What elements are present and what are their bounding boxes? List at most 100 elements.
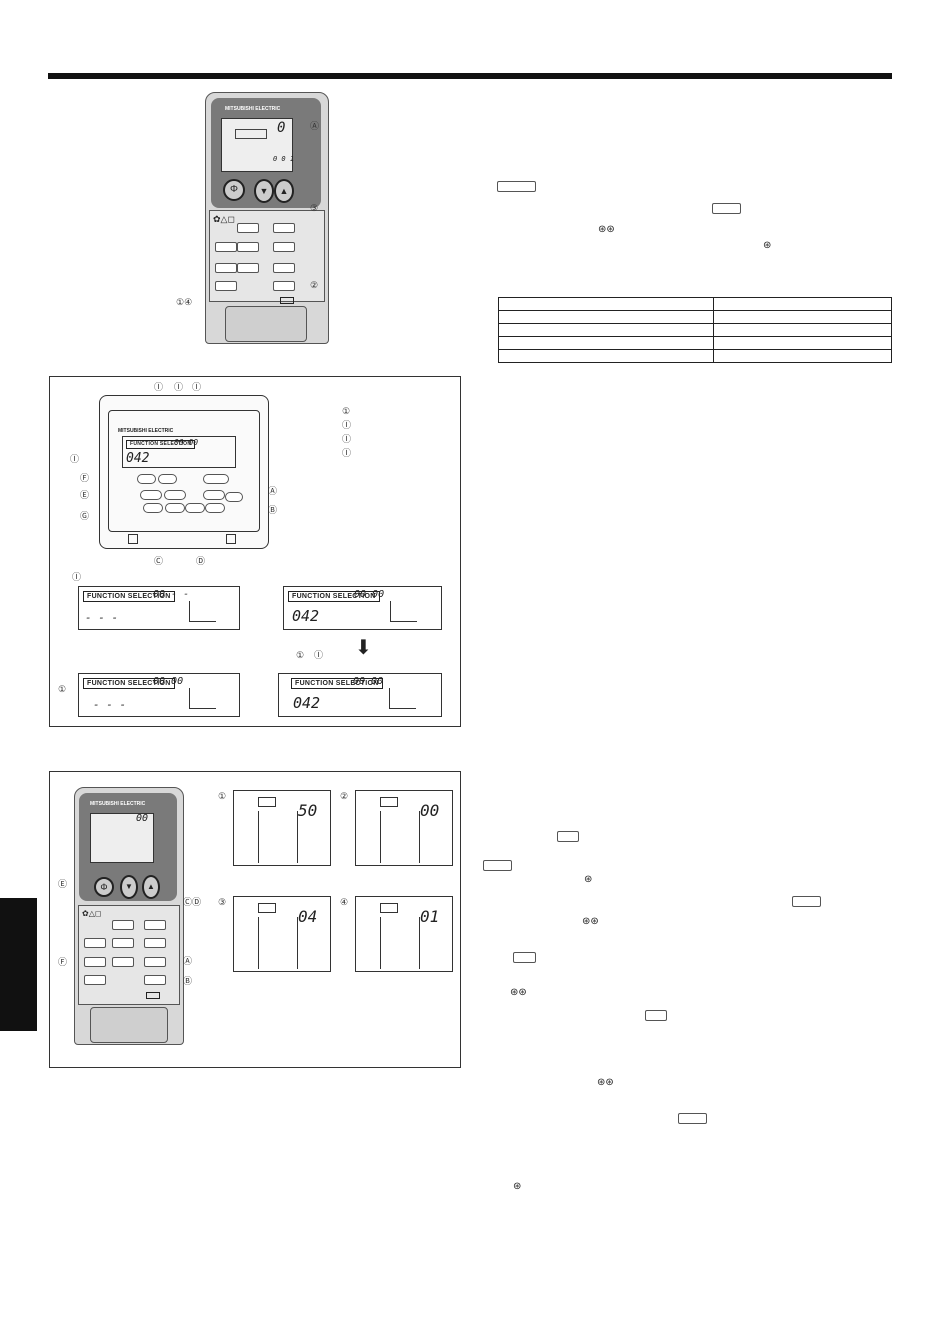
callout-a: Ⓐ [183,956,193,966]
section-tab [0,898,37,1031]
on-off-button[interactable] [203,474,229,484]
louver-button[interactable] [112,957,134,967]
screen-code: 042 [292,607,320,625]
remote-button-b4[interactable] [84,975,106,985]
legend-item: Ⓘ [342,434,352,444]
remote-button-a2[interactable] [215,263,237,273]
vane-button[interactable] [237,242,259,252]
callout-right-b: Ⓑ [268,505,278,515]
down-arrow-icon: ⬇ [355,637,372,659]
louver-button[interactable] [237,263,259,273]
louver-button[interactable] [205,503,225,513]
screen-time: 00 - - [153,589,190,600]
lcd-small: 00 [136,813,149,824]
screen-divider [258,811,298,863]
remote-lcd [90,813,154,863]
screen-divider [258,917,298,969]
brand-logo: MITSUBISHI ELECTRIC [118,428,174,434]
remote-illustration-1: MITSUBISHI ELECTRIC 0 0 0 1 Φ ▼ ▲ ✿△◻ [205,92,329,344]
battery-icon [280,297,294,304]
battery-icon [146,992,160,999]
filter-button[interactable] [137,474,156,484]
screen-rect [380,903,398,913]
temp-up-button[interactable]: ▲ [274,179,294,203]
function-selection-label: FUNCTION SELECTION [288,591,380,602]
inline-updown-icon: ⊛⊛ [582,916,599,927]
screen-number: ② [340,791,349,801]
inline-updown-icon: ⊛⊛ [597,1077,614,1088]
controller-lcd [122,436,236,468]
screen-value: 01 [420,907,440,926]
side-button-a[interactable] [225,492,243,502]
callout-a: Ⓐ [310,121,320,131]
fan-button[interactable] [185,503,205,513]
remote-button-b2[interactable] [84,957,106,967]
timer-set-button[interactable] [144,938,166,948]
fan-button[interactable] [112,920,134,930]
callout-screen-4: Ⓘ [72,572,82,582]
temp-up-button[interactable]: ▲ [142,875,160,899]
remote-button-b3[interactable] [144,957,166,967]
screen-rect [258,903,276,913]
temp-down-button[interactable]: ▼ [254,179,274,203]
callout-bottom-c: Ⓒ [154,556,164,566]
remote-button-b5[interactable] [144,975,166,985]
timer-up-button[interactable] [165,503,185,513]
screen-value: 04 [298,907,318,926]
function-selection-label: FUNCTION SELECTION [291,678,383,689]
power-button[interactable]: Φ [94,877,114,897]
timer-button[interactable] [273,223,295,233]
hinge-right [226,534,236,544]
remote-button-a5[interactable] [273,281,295,291]
callout-top-3: Ⓘ [154,382,164,392]
top-rule [48,73,892,79]
remote-button-b1[interactable] [84,938,106,948]
mode-button[interactable] [203,490,225,500]
temp-down-button[interactable]: ▼ [120,875,138,899]
callout-b: Ⓑ [183,976,193,986]
screen-value: 00 [420,801,440,820]
timer-set-button[interactable] [273,242,295,252]
temp-up-button[interactable] [158,474,177,484]
fan-button[interactable] [237,223,259,233]
callout-right-a: Ⓐ [268,486,278,496]
function-selection-label: FUNCTION SELECTION [83,678,175,689]
callout-screen-1b: ① [58,684,67,694]
remote-button-a4[interactable] [215,281,237,291]
screen-code: - - - [85,611,119,624]
mode-icons: ✿△◻ [82,909,102,918]
controller-time: 00 00 [174,438,199,447]
screen-divider [189,601,216,622]
check-button[interactable] [140,490,162,500]
lcd-screen: FUNCTION SELECTION 00 - - - - - [78,586,240,630]
inline-check-icon: ⊛ [513,1181,522,1192]
callout-left-f: Ⓕ [80,473,90,483]
lcd-digit: 0 [277,120,286,136]
wired-controller [99,395,269,549]
controller-code: 042 [126,451,150,466]
legend-item: ① [342,406,351,416]
legend-item: Ⓘ [342,448,352,458]
lcd-screen: 04 [233,896,331,972]
callout-f: Ⓕ [58,957,68,967]
brand-logo: MITSUBISHI ELECTRIC [225,106,281,112]
test-button[interactable] [164,490,186,500]
vane-button[interactable] [112,938,134,948]
screen-number: ① [218,791,227,801]
screen-rect [258,797,276,807]
callout-1-4: ①④ [176,297,193,307]
timer-down-button[interactable] [143,503,163,513]
timer-button[interactable] [144,920,166,930]
inline-button-box [678,1113,707,1124]
callout-screen-3: Ⓘ [314,650,324,660]
screen-divider [390,601,417,622]
remote-button-a3[interactable] [273,263,295,273]
lcd-screen: 01 [355,896,453,972]
remote-button-a1[interactable] [215,242,237,252]
screen-time: 00 00 [354,589,385,600]
callout-left-1: Ⓘ [70,454,80,464]
power-button[interactable]: Φ [223,179,245,201]
inline-button-box [497,181,536,192]
battery-cover [225,306,307,342]
settings-table [498,297,892,363]
